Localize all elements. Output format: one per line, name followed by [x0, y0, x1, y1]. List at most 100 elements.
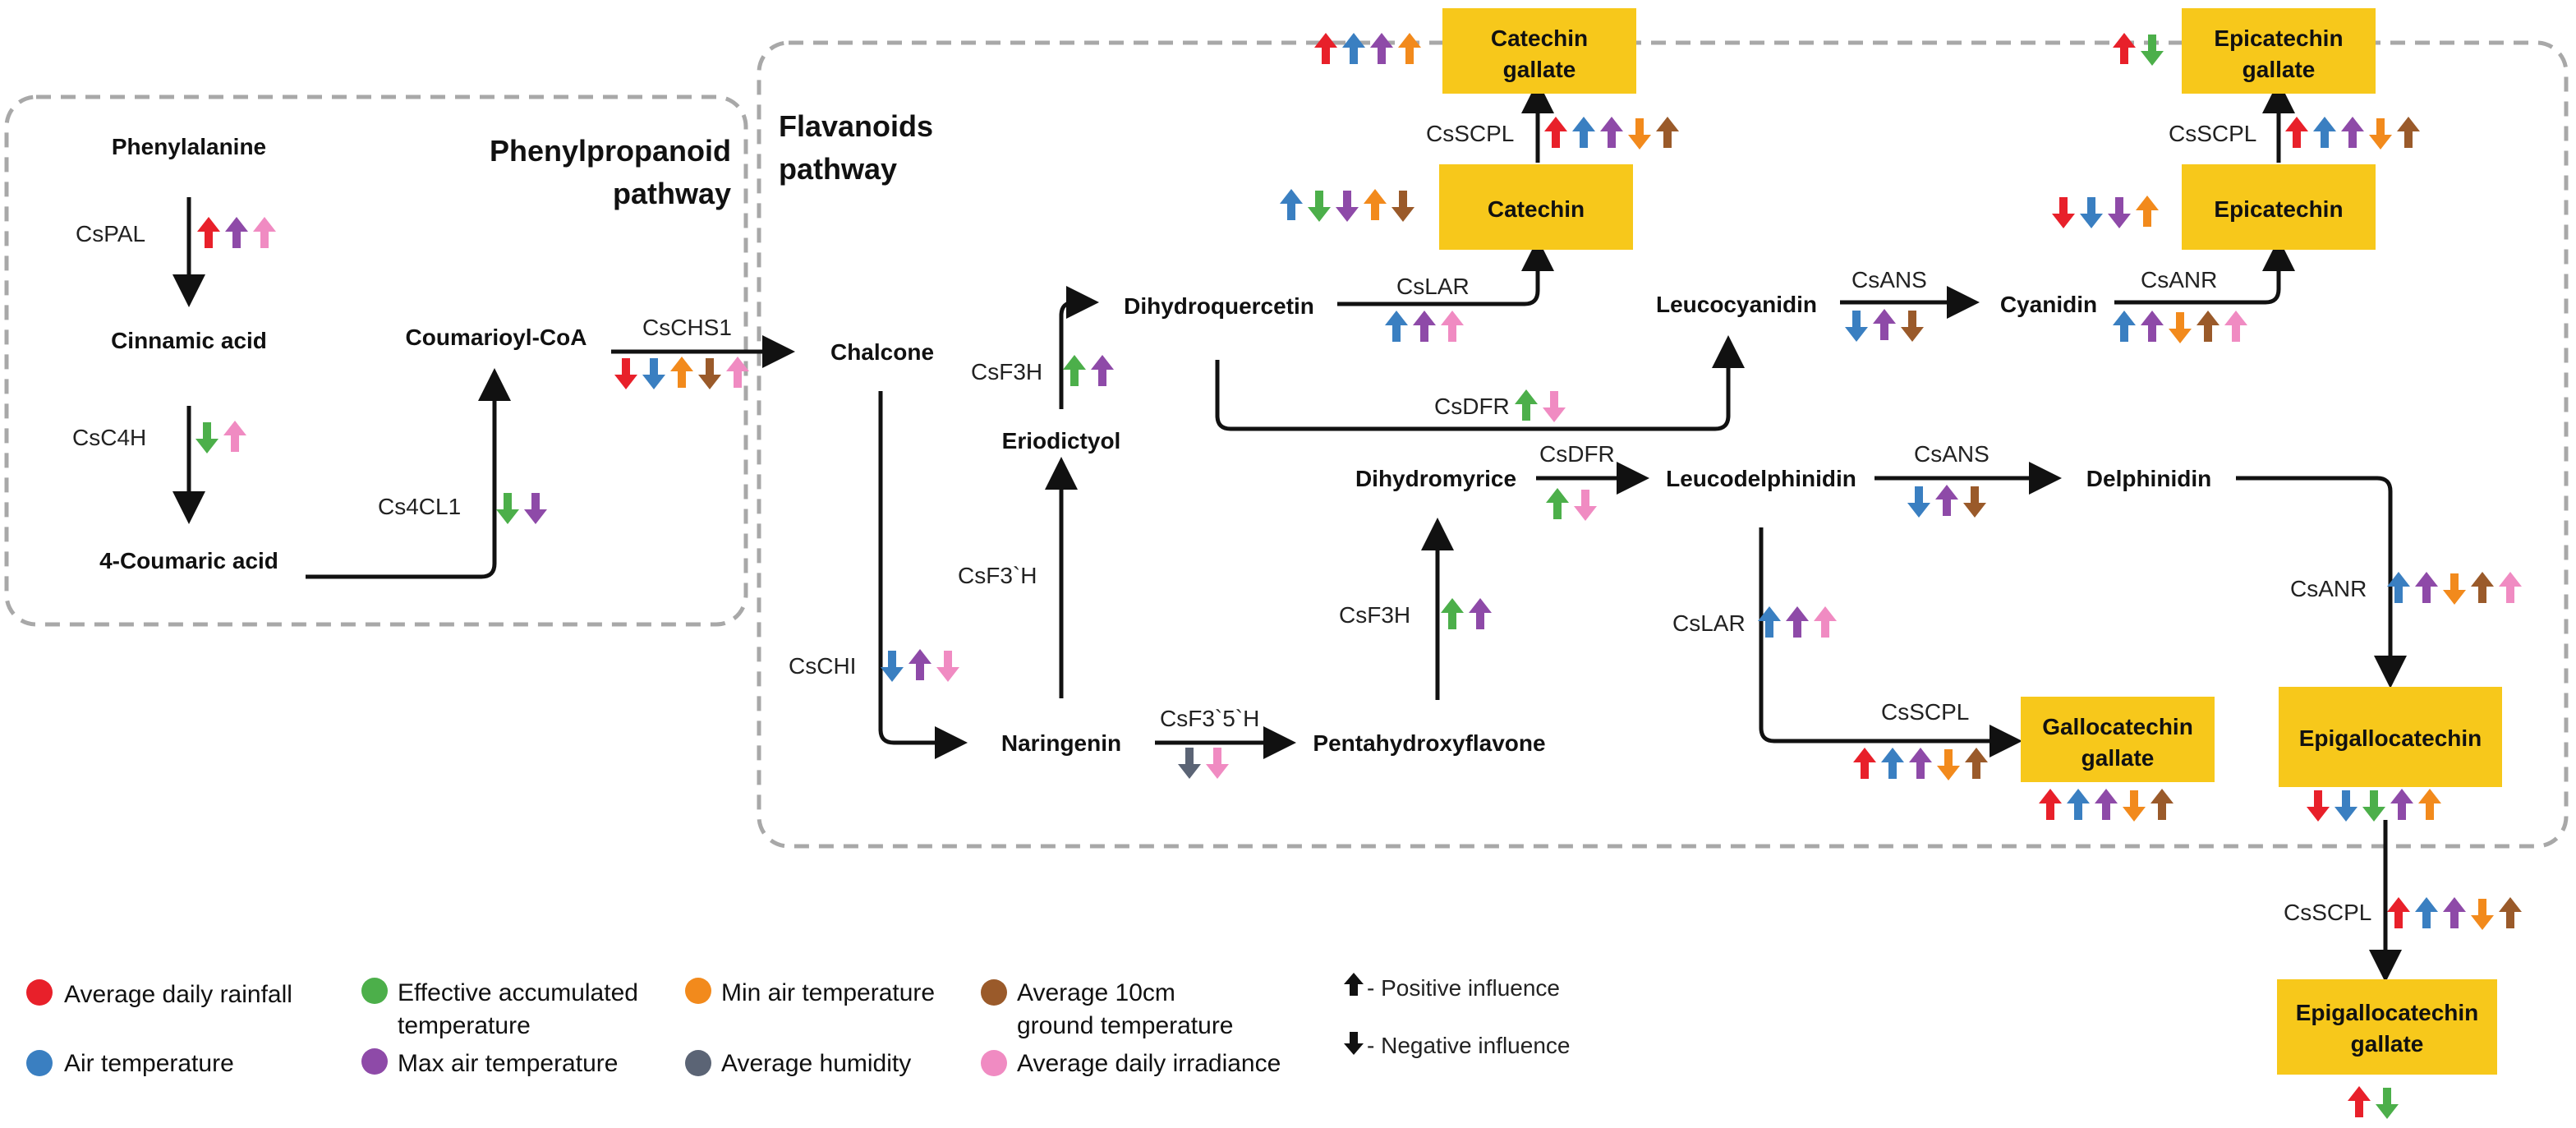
up-arrow-icon: [1881, 748, 1904, 779]
arrow-leucodelphinidin-gallocatechin-gallate: [1759, 527, 2022, 757]
arrow-eriodictyol-dihydroquercetin: [1059, 286, 1099, 409]
up-arrow-icon: [1786, 606, 1809, 638]
down-arrow-icon: [2141, 35, 2164, 66]
legend-dot-eff-temp: [361, 978, 388, 1004]
down-arrow-icon: [1907, 486, 1930, 518]
up-arrow-icon: [253, 217, 276, 248]
flavanoids-region: [757, 40, 2569, 849]
box-label-line: Epigallocatechin: [2299, 725, 2482, 751]
influence-arrows-cslar-1: [1385, 311, 1464, 342]
node-naringenin: Naringenin: [1001, 730, 1121, 756]
down-arrow-icon: [496, 493, 519, 524]
down-arrow-icon: [2080, 197, 2103, 228]
enzyme-cslar-1: CsLAR: [1396, 274, 1470, 299]
up-arrow-icon: [2136, 196, 2159, 227]
down-arrow-icon: [2334, 790, 2358, 822]
legend-dot-irradiance: [981, 1050, 1007, 1076]
up-arrow-icon: [2443, 897, 2466, 928]
up-arrow-icon: [1063, 355, 1086, 386]
enzyme-cslar-2: CsLAR: [1672, 610, 1746, 636]
node-leucocyanidin: Leucocyanidin: [1656, 292, 1817, 317]
up-arrow-icon: [1469, 598, 1492, 629]
influence-arrows-cschi: [881, 649, 959, 682]
box-label-line: Gallocatechin: [2042, 714, 2193, 739]
influence-arrows-cs4cl1: [496, 493, 547, 524]
node-cinnamic-acid: Cinnamic acid: [111, 328, 267, 353]
influence-arrows-csdfr-1: [1515, 389, 1566, 422]
down-arrow-icon: [1206, 748, 1229, 779]
legend-label-air-temp: Air temperature: [64, 1050, 234, 1077]
node-dihydroquercetin: Dihydroquercetin: [1124, 293, 1314, 319]
arrow-chalcone-naringenin: [878, 391, 968, 759]
down-arrow-icon: [614, 358, 637, 389]
influence-arrows-cschs1: [614, 357, 749, 389]
down-arrow-icon: [2307, 790, 2330, 822]
influence-arrows-csanr-1: [2113, 311, 2247, 343]
influence-arrows-csscpl-1: [1544, 117, 1679, 150]
enzyme-csscpl-2: CsSCPL: [2169, 121, 2256, 146]
influence-arrows-epicatechin: [2052, 196, 2159, 228]
up-arrow-icon: [2499, 897, 2522, 928]
up-arrow-icon: [1515, 389, 1538, 421]
node-delphinidin: Delphinidin: [2086, 466, 2211, 491]
down-arrow-icon: [1178, 748, 1201, 779]
up-arrow-icon: [2141, 311, 2164, 342]
up-arrow-icon: [2341, 117, 2364, 148]
negative-influence-label: - Negative influence: [1367, 1033, 1570, 1058]
up-arrow-icon: [225, 217, 248, 248]
down-arrow-icon: [2123, 790, 2146, 822]
up-arrow-icon: [1814, 606, 1837, 638]
down-arrow-icon: [2108, 197, 2131, 228]
up-arrow-icon: [2113, 311, 2136, 342]
legend-dot-ground-temp: [981, 979, 1007, 1006]
down-arrow-icon: [2376, 1088, 2399, 1119]
box-label-line: gallate: [1503, 57, 1576, 82]
influence-arrows-csf35h: [1178, 748, 1229, 779]
influence-arrows-csans-2: [1907, 485, 1986, 518]
reaction-arrows: [172, 81, 2407, 983]
up-arrow-icon: [2095, 789, 2118, 820]
compound-box-catechin: Catechin: [1439, 164, 1633, 250]
up-arrow-icon: [670, 357, 693, 388]
compound-box-epigallocatechin: Epigallocatechin: [2279, 687, 2502, 787]
influence-arrows-epigallocatechin-gallate: [2348, 1086, 2399, 1119]
down-arrow-icon: [1628, 118, 1651, 150]
down-arrow-icon: [698, 358, 721, 389]
legend-dot-humidity: [685, 1050, 711, 1076]
legend-label-humidity: Average humidity: [721, 1050, 911, 1077]
down-arrow-icon: [1574, 490, 1597, 521]
up-arrow-icon: [1413, 311, 1436, 342]
node-leucodelphinidin: Leucodelphinidin: [1666, 466, 1856, 491]
up-arrow-icon: [1572, 117, 1595, 148]
influence-arrows-csf3h-2: [1441, 598, 1492, 629]
down-arrow-icon: [936, 651, 959, 682]
down-arrow-icon: [1845, 311, 1868, 342]
box-label-line: Epicatechin: [2214, 25, 2343, 51]
influence-arrows-csf3h-1: [1063, 355, 1114, 386]
down-arrow-icon: [2443, 573, 2466, 605]
positive-arrow-icon: [1344, 973, 1364, 996]
compound-box-epicatechin: Epicatechin: [2182, 164, 2376, 250]
arrow-delphinidin-epigallocatechin: [2236, 476, 2407, 688]
down-arrow-icon: [2169, 312, 2192, 343]
enzyme-csdfr-1: CsDFR: [1434, 394, 1510, 419]
influence-arrows-cslar-2: [1758, 606, 1837, 638]
up-arrow-icon: [2387, 897, 2410, 928]
up-arrow-icon: [2415, 572, 2438, 603]
up-arrow-icon: [1342, 33, 1365, 64]
legend-label-eff-temp-2: temperature: [398, 1012, 531, 1039]
enzyme-csf3ph: CsF3`H: [958, 563, 1037, 588]
node-cyanidin: Cyanidin: [2000, 292, 2097, 317]
down-arrow-icon: [881, 651, 904, 682]
legend-label-rainfall: Average daily rainfall: [64, 981, 292, 1008]
legend-dots: [26, 978, 1007, 1076]
up-arrow-icon: [2348, 1086, 2371, 1117]
compound-box-epicatechin-gallate: Epicatechin gallate: [2182, 8, 2376, 94]
box-label-line: Epigallocatechin: [2296, 1000, 2479, 1025]
phenylpropanoid-title-line2: pathway: [613, 177, 731, 210]
compound-box-catechin-gallate: Catechin gallate: [1442, 8, 1636, 94]
down-arrow-icon: [1963, 486, 1986, 518]
down-arrow-icon: [642, 358, 665, 389]
legend-dot-air-temp: [26, 1050, 53, 1076]
